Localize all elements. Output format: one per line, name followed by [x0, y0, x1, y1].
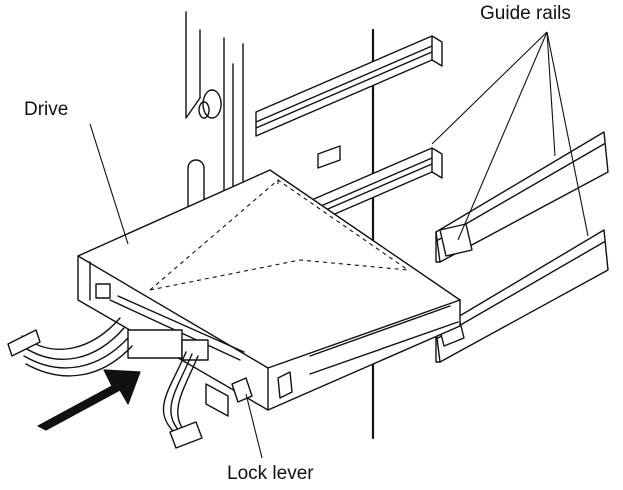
drive-label: Drive: [24, 99, 69, 120]
guide-rail-upper-left: [255, 35, 443, 137]
insertion-arrow: [37, 369, 141, 431]
power-cable: [162, 351, 203, 449]
guide-rail-upper-right: [435, 131, 609, 263]
ribbon-cable: [7, 317, 133, 377]
guide-rails-label: Guide rails: [480, 3, 571, 24]
lock-lever-label: Lock lever: [227, 463, 314, 484]
drive-connectors: [127, 329, 253, 417]
leader-lines: [89, 31, 589, 459]
